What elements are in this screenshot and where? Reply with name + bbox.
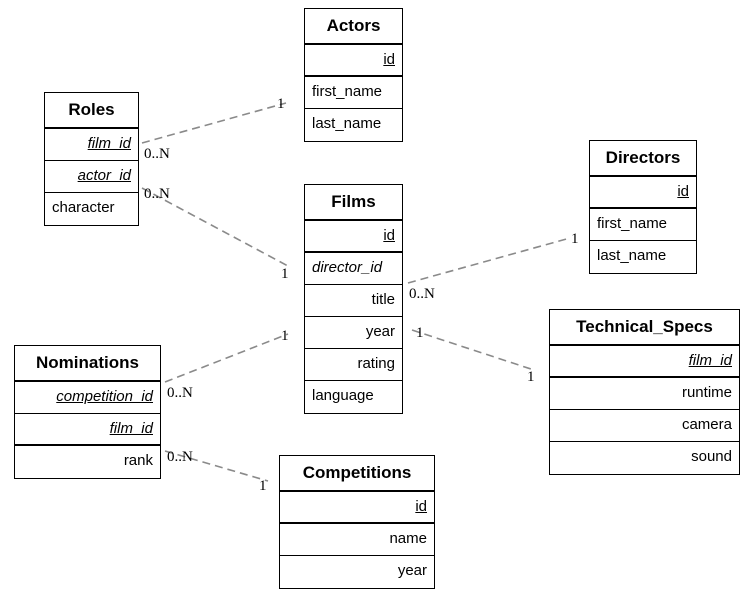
entity-title-films: Films xyxy=(305,185,402,221)
attribute-label: year xyxy=(397,562,427,579)
attribute-label: first_name xyxy=(597,215,668,232)
attribute-competitions-id[interactable]: id xyxy=(280,492,434,524)
cardinality-label-films-technical_specs-from: 1 xyxy=(416,325,424,341)
attribute-label: director_id xyxy=(312,259,383,276)
attribute-technical_specs-camera[interactable]: camera xyxy=(550,410,739,442)
relationship-line-roles-actors xyxy=(141,102,287,144)
cardinality-label-roles-actors-to: 1 xyxy=(277,96,285,112)
cardinality-label-roles-films-from: 0..N xyxy=(144,186,170,202)
entity-title-roles: Roles xyxy=(45,93,138,129)
attribute-label: actor_id xyxy=(77,167,131,184)
attribute-roles-film_id[interactable]: film_id xyxy=(45,129,138,161)
attribute-actors-first_name[interactable]: first_name xyxy=(305,77,402,109)
attribute-films-id[interactable]: id xyxy=(305,221,402,253)
attribute-label: rating xyxy=(357,355,395,372)
attribute-actors-last_name[interactable]: last_name xyxy=(305,109,402,141)
attribute-label: year xyxy=(365,323,395,340)
attribute-label: id xyxy=(415,498,427,515)
attribute-technical_specs-runtime[interactable]: runtime xyxy=(550,378,739,410)
entity-title-nominations: Nominations xyxy=(15,346,160,382)
entity-title-competitions: Competitions xyxy=(280,456,434,492)
attribute-label: camera xyxy=(681,416,732,433)
cardinality-label-nominations-films-to: 1 xyxy=(281,328,289,344)
attribute-label: id xyxy=(677,183,689,200)
attribute-films-year[interactable]: year xyxy=(305,317,402,349)
attribute-directors-last_name[interactable]: last_name xyxy=(590,241,696,273)
attribute-films-title[interactable]: title xyxy=(305,285,402,317)
attribute-roles-character[interactable]: character xyxy=(45,193,138,225)
attribute-films-rating[interactable]: rating xyxy=(305,349,402,381)
cardinality-label-nominations-competitions-from: 0..N xyxy=(167,449,193,465)
attribute-directors-first_name[interactable]: first_name xyxy=(590,209,696,241)
cardinality-label-roles-films-to: 1 xyxy=(281,266,289,282)
attribute-roles-actor_id[interactable]: actor_id xyxy=(45,161,138,193)
relationship-line-films-directors xyxy=(407,237,571,284)
attribute-label: id xyxy=(383,227,395,244)
entity-roles[interactable]: Roles film_id actor_id character xyxy=(44,92,139,226)
attribute-label: name xyxy=(389,530,427,547)
attribute-label: film_id xyxy=(109,420,153,437)
attribute-directors-id[interactable]: id xyxy=(590,177,696,209)
entity-title-technical_specs: Technical_Specs xyxy=(550,310,739,346)
entity-competitions[interactable]: Competitions id name year xyxy=(279,455,435,589)
attribute-label: language xyxy=(312,387,374,404)
relationship-line-films-technical_specs xyxy=(411,329,535,371)
attribute-actors-id[interactable]: id xyxy=(305,45,402,77)
relationship-line-nominations-competitions xyxy=(164,450,269,482)
attribute-label: first_name xyxy=(312,83,383,100)
attribute-competitions-year[interactable]: year xyxy=(280,556,434,588)
cardinality-label-films-directors-to: 1 xyxy=(571,231,579,247)
attribute-nominations-rank[interactable]: rank xyxy=(15,446,160,478)
cardinality-label-films-technical_specs-to: 1 xyxy=(527,369,535,385)
entity-directors[interactable]: Directors id first_name last_name xyxy=(589,140,697,274)
attribute-technical_specs-sound[interactable]: sound xyxy=(550,442,739,474)
attribute-label: competition_id xyxy=(56,388,153,405)
attribute-label: id xyxy=(383,51,395,68)
attribute-films-director_id[interactable]: director_id xyxy=(305,253,402,285)
entity-title-directors: Directors xyxy=(590,141,696,177)
attribute-label: rank xyxy=(123,452,153,469)
cardinality-label-nominations-competitions-to: 1 xyxy=(259,478,267,494)
cardinality-label-nominations-films-from: 0..N xyxy=(167,385,193,401)
attribute-films-language[interactable]: language xyxy=(305,381,402,413)
cardinality-label-roles-actors-from: 0..N xyxy=(144,146,170,162)
relationship-line-nominations-films xyxy=(164,333,289,383)
attribute-label: last_name xyxy=(597,247,667,264)
entity-title-actors: Actors xyxy=(305,9,402,45)
attribute-label: runtime xyxy=(681,384,732,401)
attribute-label: film_id xyxy=(688,352,732,369)
cardinality-label-films-directors-from: 0..N xyxy=(409,286,435,302)
attribute-label: sound xyxy=(691,448,732,465)
attribute-technical_specs-film_id[interactable]: film_id xyxy=(550,346,739,378)
attribute-label: character xyxy=(52,199,115,216)
relationship-line-roles-films xyxy=(141,187,289,267)
attribute-label: last_name xyxy=(312,115,382,132)
attribute-label: title xyxy=(371,291,395,308)
attribute-competitions-name[interactable]: name xyxy=(280,524,434,556)
attribute-nominations-competition_id[interactable]: competition_id xyxy=(15,382,160,414)
attribute-nominations-film_id[interactable]: film_id xyxy=(15,414,160,446)
attribute-label: film_id xyxy=(87,135,131,152)
